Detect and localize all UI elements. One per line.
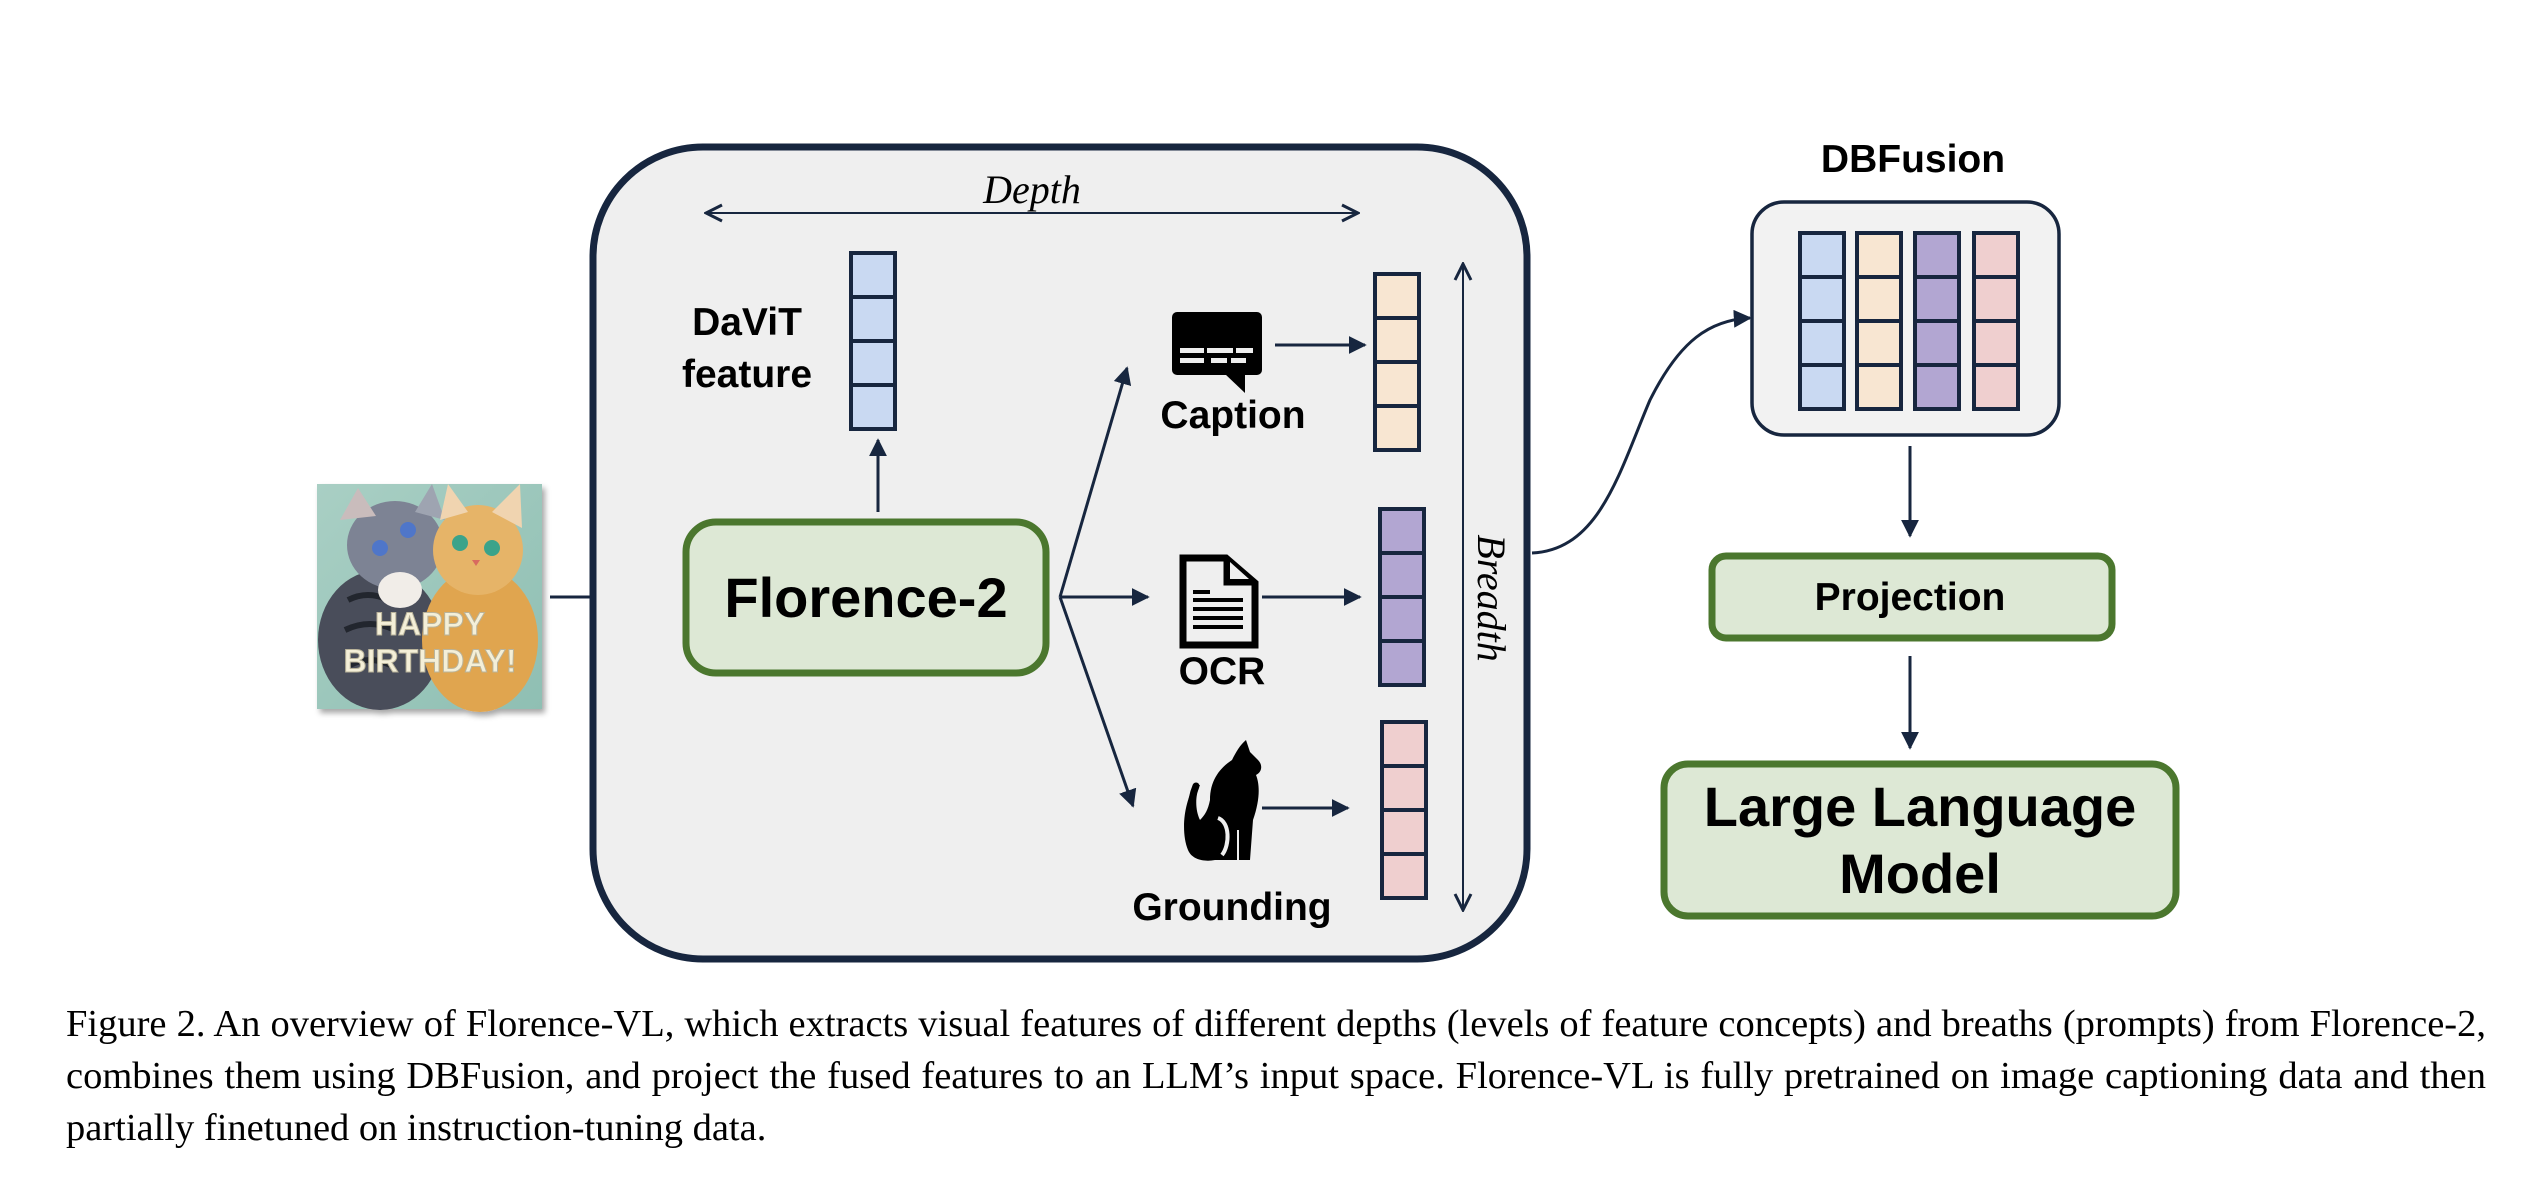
depth-label: Depth bbox=[982, 167, 1081, 212]
davit-cell-2 bbox=[849, 295, 897, 343]
davit-label-line2: feature bbox=[682, 353, 812, 396]
dbfusion-col4-cell-1 bbox=[1972, 231, 2020, 279]
dbfusion-col3-cell-4 bbox=[1913, 363, 1961, 411]
ocr-cell-2 bbox=[1378, 551, 1426, 599]
davit-label-line1: DaViT bbox=[692, 301, 802, 344]
grounding-cell-3 bbox=[1380, 808, 1428, 856]
dbfusion-col2-cell-3 bbox=[1855, 319, 1903, 367]
caption-cell-1 bbox=[1373, 272, 1421, 320]
llm-label-line2: Model bbox=[1839, 842, 2001, 905]
davit-cell-4 bbox=[849, 383, 897, 431]
dbfusion-column-4 bbox=[1972, 231, 2020, 411]
dbfusion-column-2 bbox=[1855, 231, 1903, 411]
arrow-branch-grounding bbox=[1058, 596, 1137, 808]
caption-feature-vector bbox=[1373, 272, 1421, 452]
ocr-cell-3 bbox=[1378, 595, 1426, 643]
caption-cell-3 bbox=[1373, 360, 1421, 408]
grounding-feature-vector bbox=[1380, 720, 1428, 900]
document-icon bbox=[1179, 554, 1259, 649]
dbfusion-col3-cell-1 bbox=[1913, 231, 1961, 279]
florence-vl-diagram: HAPPY BIRTHDAY! Depth Breadth DaViT feat… bbox=[317, 138, 2180, 963]
ocr-branch-label: OCR bbox=[1179, 650, 1266, 693]
llm-label-line1: Large Language bbox=[1704, 775, 2137, 838]
davit-cell-3 bbox=[849, 339, 897, 387]
dbfusion-columns bbox=[1798, 231, 2020, 411]
ocr-cell-1 bbox=[1378, 507, 1426, 555]
image-text-birthday: BIRTHDAY! bbox=[343, 643, 516, 679]
florence2-encoder-box: Florence-2 bbox=[682, 518, 1050, 677]
dbfusion-col1-cell-3 bbox=[1798, 319, 1846, 367]
grounding-branch-label: Grounding bbox=[1132, 886, 1331, 929]
gray-kitten bbox=[318, 484, 445, 710]
arrow-panel-to-dbfusion bbox=[1531, 309, 1752, 555]
dbfusion-col4-cell-4 bbox=[1972, 363, 2020, 411]
davit-cell-1 bbox=[849, 251, 897, 299]
davit-feature-vector bbox=[849, 251, 897, 431]
dbfusion-col2-cell-1 bbox=[1855, 231, 1903, 279]
caption-cell-4 bbox=[1373, 404, 1421, 452]
image-text-happy: HAPPY bbox=[375, 606, 485, 642]
dbfusion-col3-cell-3 bbox=[1913, 319, 1961, 367]
florence2-label: Florence-2 bbox=[724, 566, 1007, 629]
dbfusion-col2-cell-4 bbox=[1855, 363, 1903, 411]
dbfusion-col1-cell-2 bbox=[1798, 275, 1846, 323]
caption-cell-2 bbox=[1373, 316, 1421, 364]
grounding-cell-2 bbox=[1380, 764, 1428, 812]
arrow-branch-caption bbox=[1058, 366, 1132, 598]
figure-caption: Figure 2. An overview of Florence-VL, wh… bbox=[66, 1003, 2486, 1149]
projection-label: Projection bbox=[1815, 576, 2006, 619]
projection-box: Projection bbox=[1708, 552, 2116, 642]
cat-silhouette-icon bbox=[1184, 740, 1262, 861]
grounding-cell-4 bbox=[1380, 852, 1428, 900]
breadth-label: Breadth bbox=[1469, 534, 1514, 661]
dbfusion-col1-cell-4 bbox=[1798, 363, 1846, 411]
speech-bubble-caption-icon bbox=[1172, 312, 1262, 393]
input-image: HAPPY BIRTHDAY! bbox=[317, 484, 542, 712]
dbfusion-column-1 bbox=[1798, 231, 1846, 411]
dbfusion-col4-cell-2 bbox=[1972, 275, 2020, 323]
caption-branch-label: Caption bbox=[1160, 394, 1305, 437]
orange-kitten bbox=[422, 484, 538, 712]
dbfusion-title: DBFusion bbox=[1821, 138, 2005, 181]
ocr-feature-vector bbox=[1378, 507, 1426, 687]
ocr-cell-4 bbox=[1378, 639, 1426, 687]
feature-extraction-panel bbox=[589, 143, 1531, 963]
llm-box: Large Language Model bbox=[1660, 760, 2180, 920]
dbfusion-col4-cell-3 bbox=[1972, 319, 2020, 367]
dbfusion-col1-cell-1 bbox=[1798, 231, 1846, 279]
dbfusion-col3-cell-2 bbox=[1913, 275, 1961, 323]
dbfusion-column-3 bbox=[1913, 231, 1961, 411]
grounding-cell-1 bbox=[1380, 720, 1428, 768]
dbfusion-col2-cell-2 bbox=[1855, 275, 1903, 323]
